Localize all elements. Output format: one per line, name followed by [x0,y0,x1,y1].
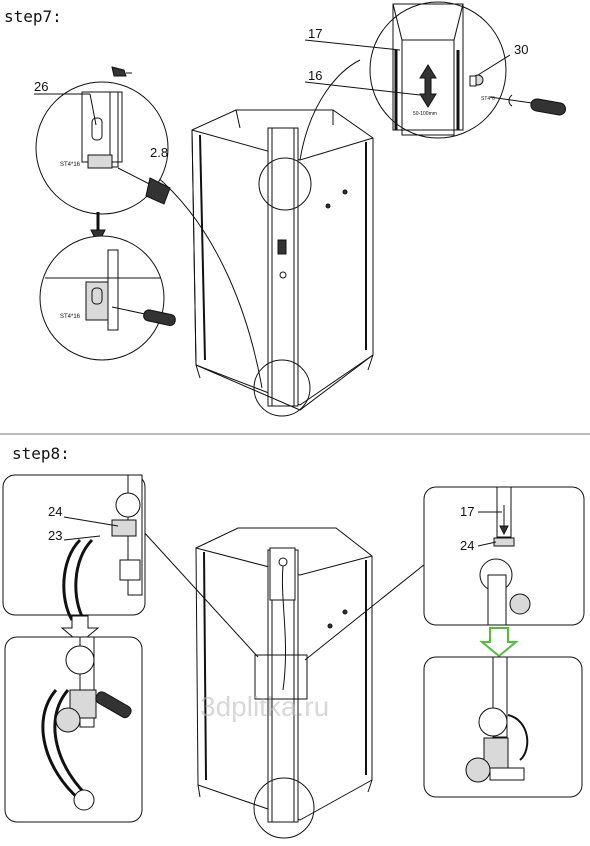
callout-24-right: 24 [460,538,474,553]
leader-24-left [63,516,119,527]
step7-title: step7: [4,7,62,26]
screw-spec-left1: ST4*16 [60,162,81,168]
step8-detail-riser-fixed [423,656,583,798]
step7-leader-top [299,59,361,161]
callout-16: 16 [308,68,322,83]
leader-16 [304,81,421,96]
leader-26b [89,93,97,126]
callout-drill: 2.8 [150,145,168,160]
step7-detail-bracket-screw [39,235,176,361]
screwdriver-icon [489,94,567,116]
callout-24-left: 24 [48,504,62,519]
hollow-down-arrow-icon [60,615,100,644]
step8-detail-hose-connect [2,474,146,621]
step7-shower-cabin [191,109,374,411]
step8-leader-right [304,559,431,661]
leader-24-right [477,541,497,547]
callout-17: 17 [308,26,322,41]
step7-zoom-top [258,157,312,211]
green-down-arrow-icon [479,627,519,658]
step8-leader-left [141,529,259,658]
callout-23: 23 [48,528,62,543]
leader-30 [477,54,511,76]
step7-detail-column-adjust [369,1,507,139]
step8-detail-hose-fixed [4,636,143,823]
step8-zoom-bottom [253,777,315,839]
step8-detail-riser-connect [423,486,585,626]
callout-26: 26 [34,79,48,94]
callout-30: 30 [514,42,528,57]
step8-shower-cabin [195,527,373,823]
leader-23 [63,535,101,541]
step8-zoom-valve [254,654,308,700]
watermark: 3dplitka.ru [200,691,329,722]
screw-spec-top: ST4*6 [481,96,495,102]
step7-detail-bracket-drill [35,81,171,215]
leader-17 [304,39,401,51]
range-label: 50-100mm [413,111,437,117]
screw-spec-left2: ST4*16 [60,314,81,320]
step7-zoom-bottom [253,359,311,417]
callout-17-step8: 17 [460,504,474,519]
screw-icon [111,66,132,77]
step8-title: step8: [12,444,70,463]
step7-leader-bottom [154,174,263,389]
